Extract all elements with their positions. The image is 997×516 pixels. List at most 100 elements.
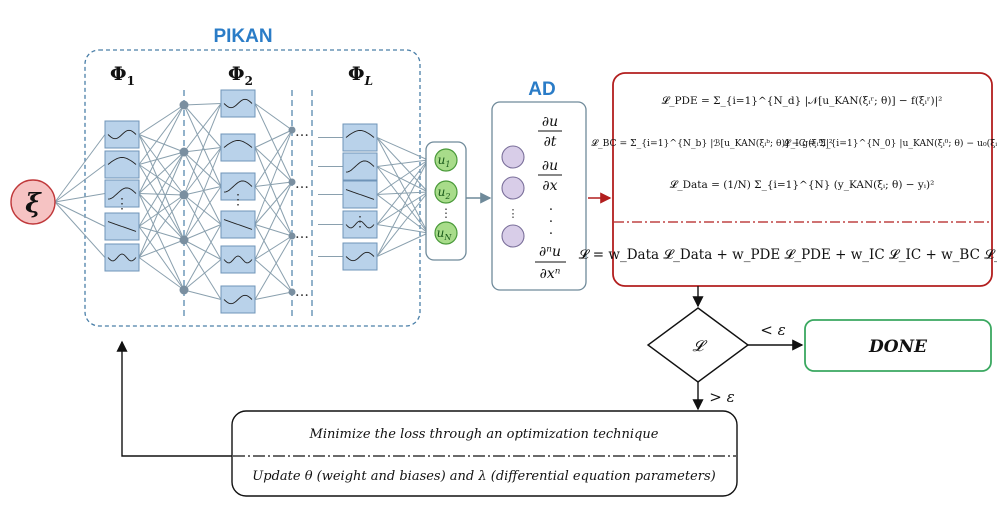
network-node	[288, 288, 296, 296]
edge	[183, 289, 222, 300]
edge	[138, 151, 185, 165]
input-node	[10, 179, 56, 225]
edge	[138, 104, 185, 165]
network-node	[179, 147, 189, 157]
kan-activation-box	[104, 243, 140, 272]
edge	[254, 181, 293, 187]
edge	[183, 103, 222, 196]
output-vdots: ⋮	[440, 206, 452, 220]
edge	[254, 181, 293, 260]
activation-curve	[345, 189, 375, 200]
edge	[183, 103, 222, 106]
edge	[54, 201, 106, 258]
svg-text:.: .	[549, 199, 553, 214]
edge	[54, 164, 106, 203]
edge	[183, 147, 222, 196]
activation-curve	[345, 130, 375, 138]
edge	[254, 291, 293, 300]
output-label: u2	[438, 185, 451, 201]
edge	[183, 186, 222, 241]
edge	[138, 194, 185, 227]
edge	[254, 129, 293, 187]
feedback-arrow	[116, 340, 232, 457]
kan-activation-box	[342, 152, 378, 181]
edge	[183, 239, 222, 260]
svg-text:∂xⁿ: ∂xⁿ	[540, 266, 561, 282]
edge	[376, 159, 429, 167]
edge	[138, 134, 185, 196]
kan-activation-box	[220, 245, 256, 274]
edge	[183, 194, 222, 225]
edge	[138, 239, 185, 258]
edge	[138, 151, 185, 194]
network-node	[288, 126, 296, 134]
edge	[138, 151, 185, 227]
network-node	[179, 100, 189, 110]
edge	[254, 129, 293, 225]
loss-pde: 𝓛_PDE = Σ_{i=1}^{N_d} |𝒩[u_KAN(ξᵢʳ; θ)] …	[662, 94, 943, 108]
input-symbol: ξ	[25, 189, 42, 219]
edge	[254, 129, 293, 148]
edge	[183, 151, 222, 225]
layer-label-phi-2: Φ2	[228, 63, 253, 88]
edge	[254, 235, 293, 260]
activation-curve	[345, 220, 375, 229]
svg-text:∂x: ∂x	[542, 178, 557, 194]
network-node	[179, 235, 189, 245]
edge	[138, 193, 185, 241]
edge	[54, 134, 106, 203]
output-node	[434, 148, 458, 172]
ad-derivative-dudx: ∂u ∂x	[538, 158, 562, 194]
activation-curve	[223, 255, 253, 264]
edge	[183, 103, 222, 153]
network-node	[288, 232, 296, 240]
edge	[376, 232, 429, 257]
activation-curve	[223, 98, 253, 109]
edge	[183, 239, 222, 300]
edge	[254, 103, 293, 183]
edge	[138, 134, 185, 241]
edge	[138, 193, 185, 291]
optimizer-line-1: Minimize the loss through an optimizatio…	[309, 427, 659, 442]
kan-activation-box	[104, 179, 140, 208]
ad-node	[501, 176, 525, 200]
activation-curve	[107, 221, 137, 232]
network-node	[179, 190, 189, 200]
ad-nodes	[501, 145, 525, 248]
ad-derivative-dudt: ∂u ∂t	[538, 114, 562, 150]
edge	[254, 259, 293, 293]
edge	[183, 224, 222, 241]
activation-curve	[345, 160, 375, 173]
edge	[138, 257, 185, 291]
pikan-title: PIKAN	[213, 26, 272, 47]
edge	[376, 159, 429, 225]
loss-ic: 𝓛_IC = Σ_{i=1}^{N_0} |u_KAN(ξᵢ⁰; θ) − u₀…	[784, 138, 997, 149]
edge	[254, 147, 293, 183]
svg-text:∂u: ∂u	[542, 158, 558, 174]
edge	[376, 191, 429, 257]
edge	[254, 103, 293, 131]
edge	[138, 164, 185, 241]
activation-curve	[107, 253, 137, 262]
layer-label-phi-1: Φ1	[110, 63, 135, 88]
edge	[376, 194, 429, 234]
edge	[376, 137, 429, 193]
ellipsis-h-3: …	[295, 226, 309, 242]
edge	[138, 104, 185, 194]
edge	[183, 224, 222, 291]
edge	[254, 224, 293, 293]
optimizer-box	[231, 410, 738, 497]
ad-derivative-dnudxn: ∂ⁿu ∂xⁿ	[535, 244, 566, 282]
kan-activation-box	[342, 210, 378, 239]
layer-label-phi-l: ΦL	[348, 63, 373, 88]
done-label: DONE	[868, 337, 928, 357]
activation-curve	[107, 187, 137, 200]
gt-epsilon-label: > ε	[709, 388, 734, 406]
ellipsis-h-2: …	[295, 176, 309, 192]
ad-node	[501, 224, 525, 248]
loss-data: 𝓛_Data = (1/N) Σ_{i=1}^{N} (y_KAN(ξᵢ; θ)…	[670, 178, 935, 191]
network-edges	[54, 103, 429, 300]
edge	[254, 224, 293, 237]
edge	[254, 147, 293, 237]
